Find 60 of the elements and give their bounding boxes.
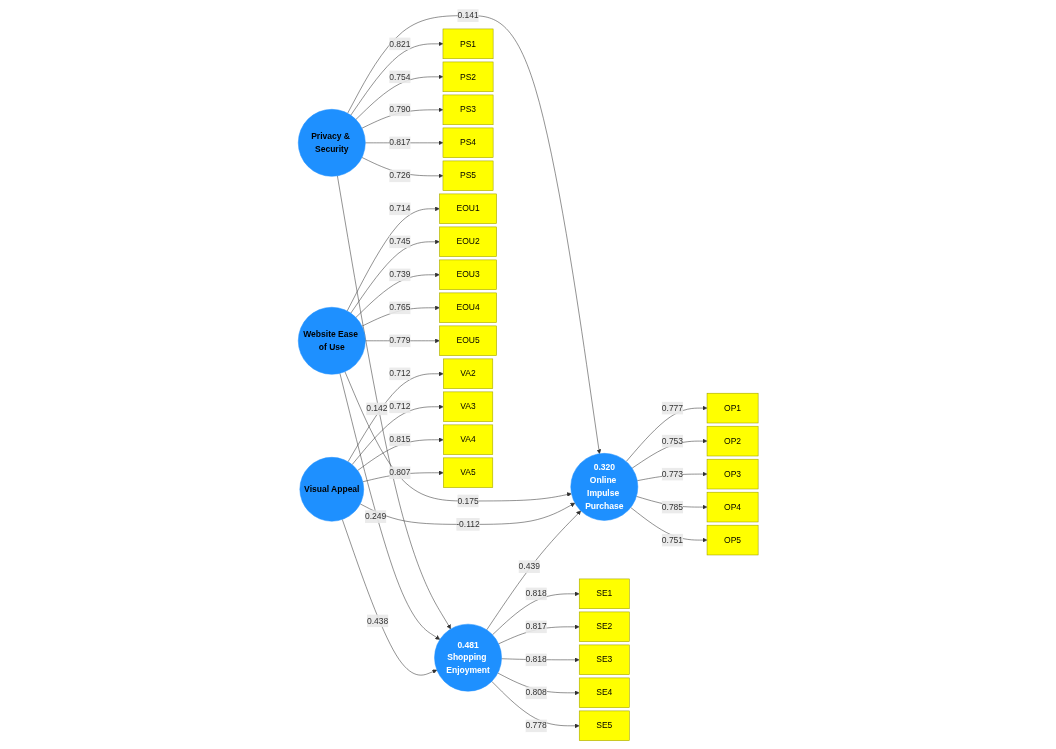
edge-label: 0.790 [389, 104, 411, 114]
node-circle: 0.320 Online Impulse Purchase [570, 452, 638, 521]
edge-label: 0.808 [525, 687, 547, 697]
edge-label: 0.777 [661, 402, 683, 412]
node-box: OP2 [706, 425, 759, 456]
edge-label: 0.754 [389, 71, 411, 81]
node-box: VA3 [442, 391, 493, 422]
node-box: PS2 [442, 61, 494, 92]
edge-label: 0.439 [518, 561, 540, 571]
edge-label: 0.773 [661, 468, 683, 478]
edge-label: 0.249 [364, 511, 387, 521]
node-box: VA2 [442, 358, 493, 389]
edge-label: 0.141 [457, 10, 479, 20]
node-circle: Website Ease of Use [297, 306, 366, 375]
edge-label: 0.821 [389, 38, 411, 48]
node-box: OP5 [706, 524, 759, 555]
edge-label: 0.712 [389, 401, 411, 411]
edge-label: 0.807 [389, 467, 411, 477]
node-box: PS5 [442, 160, 494, 191]
edge-label: 0.142 [366, 403, 388, 413]
node-box: PS3 [442, 94, 494, 125]
node-circle: Visual Appeal [299, 456, 364, 521]
node-box: EOU4 [438, 292, 497, 323]
node-box: OP3 [706, 458, 759, 489]
edge-label: -0.112 [456, 519, 480, 529]
node-box: SE1 [578, 578, 630, 609]
edge-label: 0.753 [661, 435, 683, 445]
edge-label: 0.438 [366, 615, 389, 625]
node-box: SE3 [578, 644, 630, 675]
edge-label: 0.817 [525, 621, 547, 631]
edge-label: 0.785 [661, 501, 683, 511]
edge-label: 0.779 [389, 335, 411, 345]
edge-label: 0.712 [389, 368, 411, 378]
node-box: EOU5 [438, 325, 497, 356]
edge-label: 0.815 [389, 434, 411, 444]
node-box: SE2 [578, 611, 630, 642]
node-box: SE5 [578, 710, 630, 741]
node-box: OP4 [706, 491, 759, 522]
node-circle: Privacy & Security [297, 108, 366, 177]
edge-label: 0.765 [389, 302, 411, 312]
node-box: PS4 [442, 127, 494, 158]
edge-label: 0.818 [525, 588, 547, 598]
edge-label: 0.739 [389, 269, 411, 279]
edge-label: 0.175 [457, 495, 479, 505]
node-box: VA4 [442, 424, 493, 455]
node-box: VA5 [442, 457, 493, 488]
node-box: EOU1 [438, 193, 497, 224]
node-box: EOU2 [438, 226, 497, 257]
node-box: EOU3 [438, 259, 497, 290]
edge-label: 0.817 [389, 137, 411, 147]
edge-label: 0.726 [389, 170, 411, 180]
node-circle: 0.481 Shopping Enjoyment [434, 623, 502, 691]
node-box: PS1 [442, 28, 494, 59]
edge-label: 0.751 [661, 534, 683, 544]
edge-label: 0.745 [389, 236, 411, 246]
edge-label: 0.818 [525, 654, 547, 664]
node-box: OP1 [706, 392, 759, 423]
node-box: SE4 [578, 677, 630, 708]
edge-label: 0.714 [389, 203, 411, 213]
edge-label: 0.778 [525, 720, 547, 730]
